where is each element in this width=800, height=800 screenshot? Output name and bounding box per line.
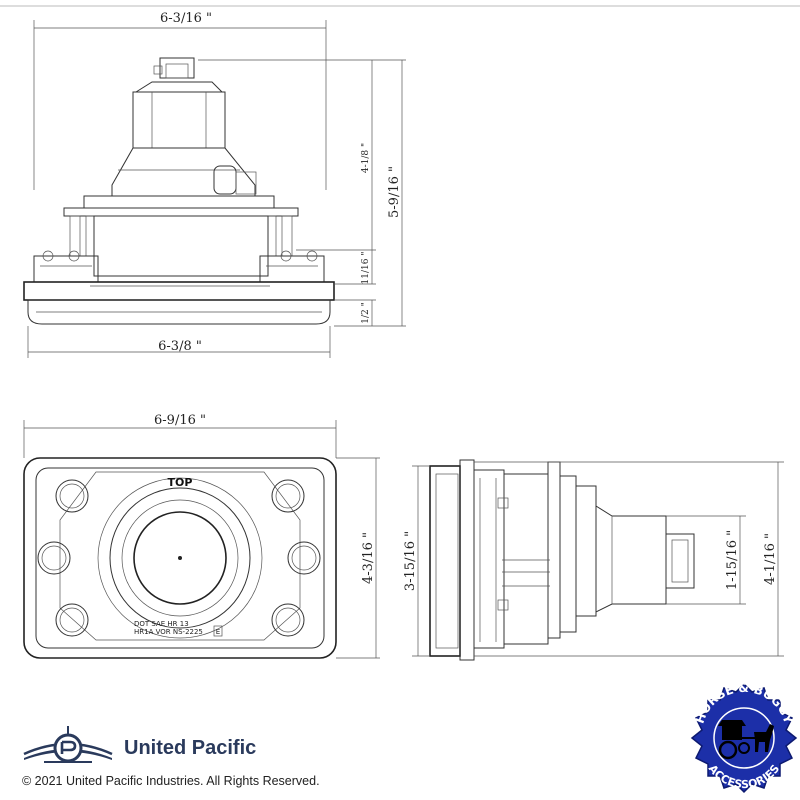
lens-top-mark: TOP	[168, 476, 193, 489]
lens-marking-line1: DOT SAE HR 13	[134, 620, 189, 628]
dim-front-bottom-width: 6-3/8 "	[158, 339, 202, 354]
dim-front-height-total: 5-9/16 "	[387, 166, 402, 218]
brand-name: United Pacific	[124, 736, 257, 759]
lens-marking-box: E	[216, 628, 220, 636]
dim-face-height: 4-3/16 "	[361, 532, 376, 584]
face-view: 6-9/16 " TOP DOT SAE HR 13 HR1A VOR NS-2…	[23, 413, 380, 659]
dim-front-top-width: 6-3/16 "	[160, 11, 212, 26]
side-view: 3-15/16 " 1-15/16 " 4-1/16 "	[403, 459, 784, 661]
dim-front-height-mount: 11/16 "	[361, 252, 371, 285]
lens-marking-line2: HR1A VOR NS-2225	[134, 628, 203, 636]
dim-face-width: 6-9/16 "	[154, 413, 206, 428]
dim-front-height-upper: 4-1/8 "	[361, 143, 371, 173]
dim-front-height-lens: 1/2 "	[361, 302, 371, 324]
horse-and-buggy-badge-icon: HORSE & BUGGY ACCESSORIES	[690, 682, 798, 794]
brand-logo: United Pacific	[22, 722, 256, 774]
dim-side-plug-height: 1-15/16 "	[725, 530, 740, 590]
copyright-notice: © 2021 United Pacific Industries. All Ri…	[22, 774, 320, 788]
dim-side-total-height: 4-1/16 "	[763, 533, 778, 585]
dim-side-left-height: 3-15/16 "	[403, 531, 418, 591]
front-view: 6-3/16 " 6-3/8 " 4-1/8 " 5-9/16 " 11/16 …	[23, 11, 406, 358]
united-pacific-emblem-icon	[23, 726, 113, 763]
